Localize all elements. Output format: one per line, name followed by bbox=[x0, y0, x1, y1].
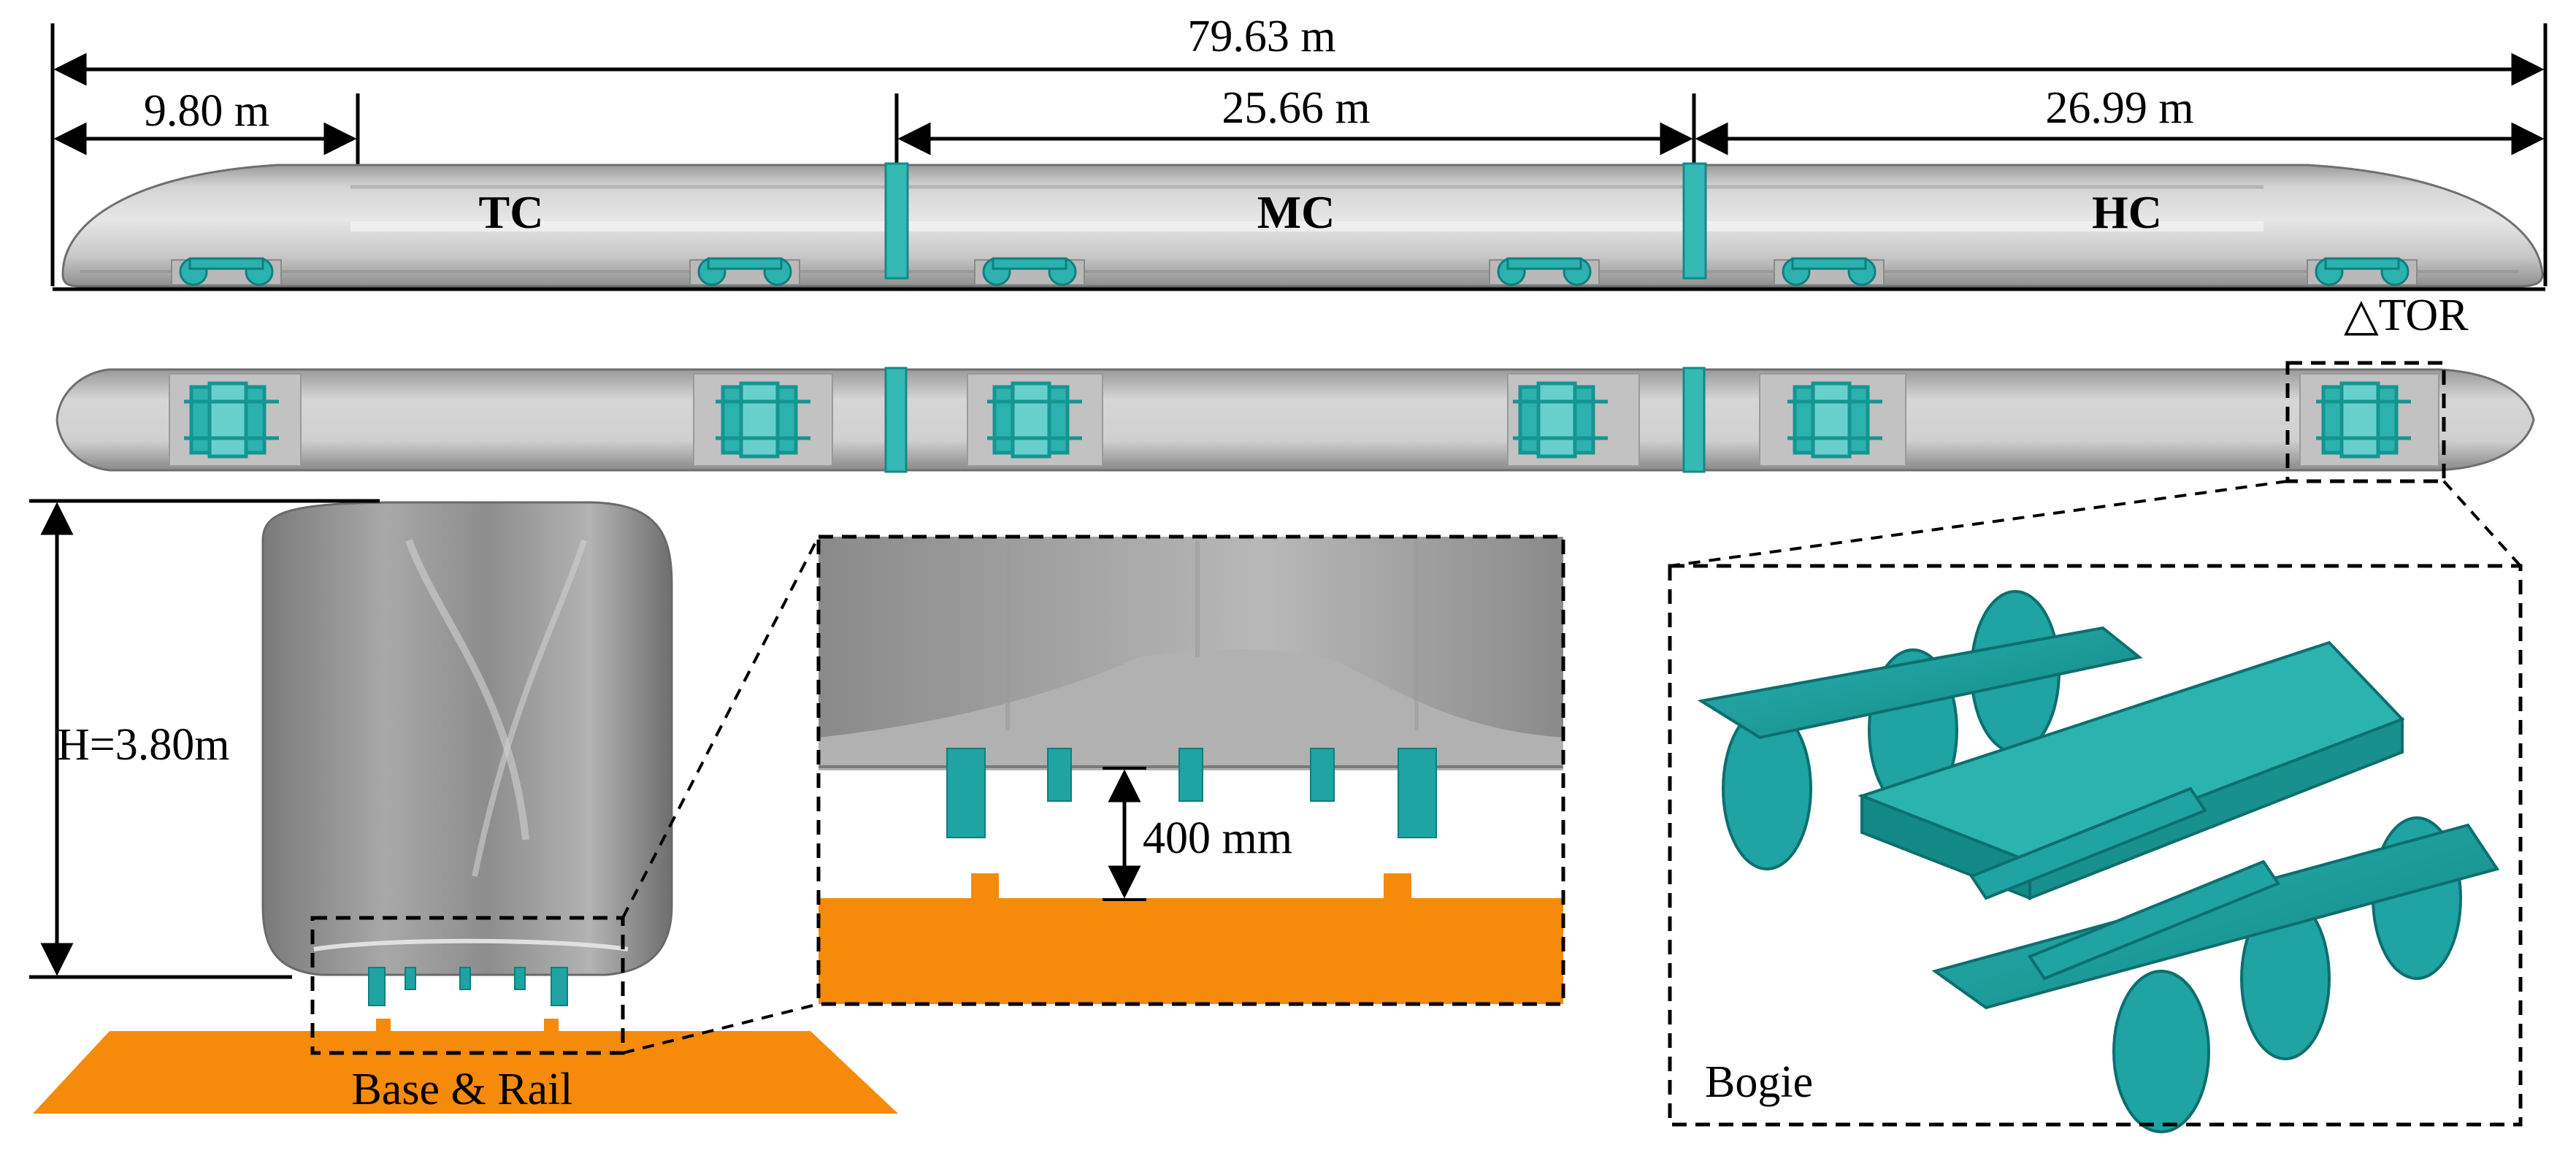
height-label: H=3.80m bbox=[57, 720, 229, 770]
middle-car-length-label: 25.66 m bbox=[1222, 83, 1370, 133]
head-car-length-label: 26.99 m bbox=[2045, 83, 2193, 133]
total-length-label: 79.63 m bbox=[1187, 12, 1335, 61]
zoom-connector-lines bbox=[621, 536, 820, 1054]
train-side-view bbox=[53, 162, 2545, 291]
tail-car-label: TC bbox=[479, 186, 544, 238]
head-car-label: HC bbox=[2092, 186, 2162, 238]
side-bogies bbox=[179, 257, 2410, 286]
zoom-inset bbox=[816, 535, 1565, 1006]
nose-length-label: 9.80 m bbox=[144, 86, 269, 136]
bottom-car-connectors bbox=[884, 367, 1706, 473]
side-car-connectors bbox=[884, 162, 1707, 280]
train-bottom-view bbox=[55, 361, 2535, 483]
dimension-lines bbox=[50, 23, 2548, 286]
top-of-rail-label: △TOR bbox=[2344, 291, 2469, 340]
height-dimension bbox=[29, 499, 380, 979]
bogie-detail bbox=[1668, 564, 2523, 1133]
zoom-source-box bbox=[310, 916, 625, 1055]
gap-label: 400 mm bbox=[1143, 813, 1292, 863]
bogie-connector-lines bbox=[1669, 480, 2522, 567]
bottom-bogies bbox=[184, 381, 2411, 459]
bogie-highlight-box bbox=[2285, 361, 2446, 483]
front-cross-section bbox=[33, 501, 898, 1114]
base-rail-label: Base & Rail bbox=[351, 1065, 572, 1114]
bogie-label: Bogie bbox=[1705, 1057, 1813, 1107]
middle-car-label: MC bbox=[1257, 186, 1335, 238]
